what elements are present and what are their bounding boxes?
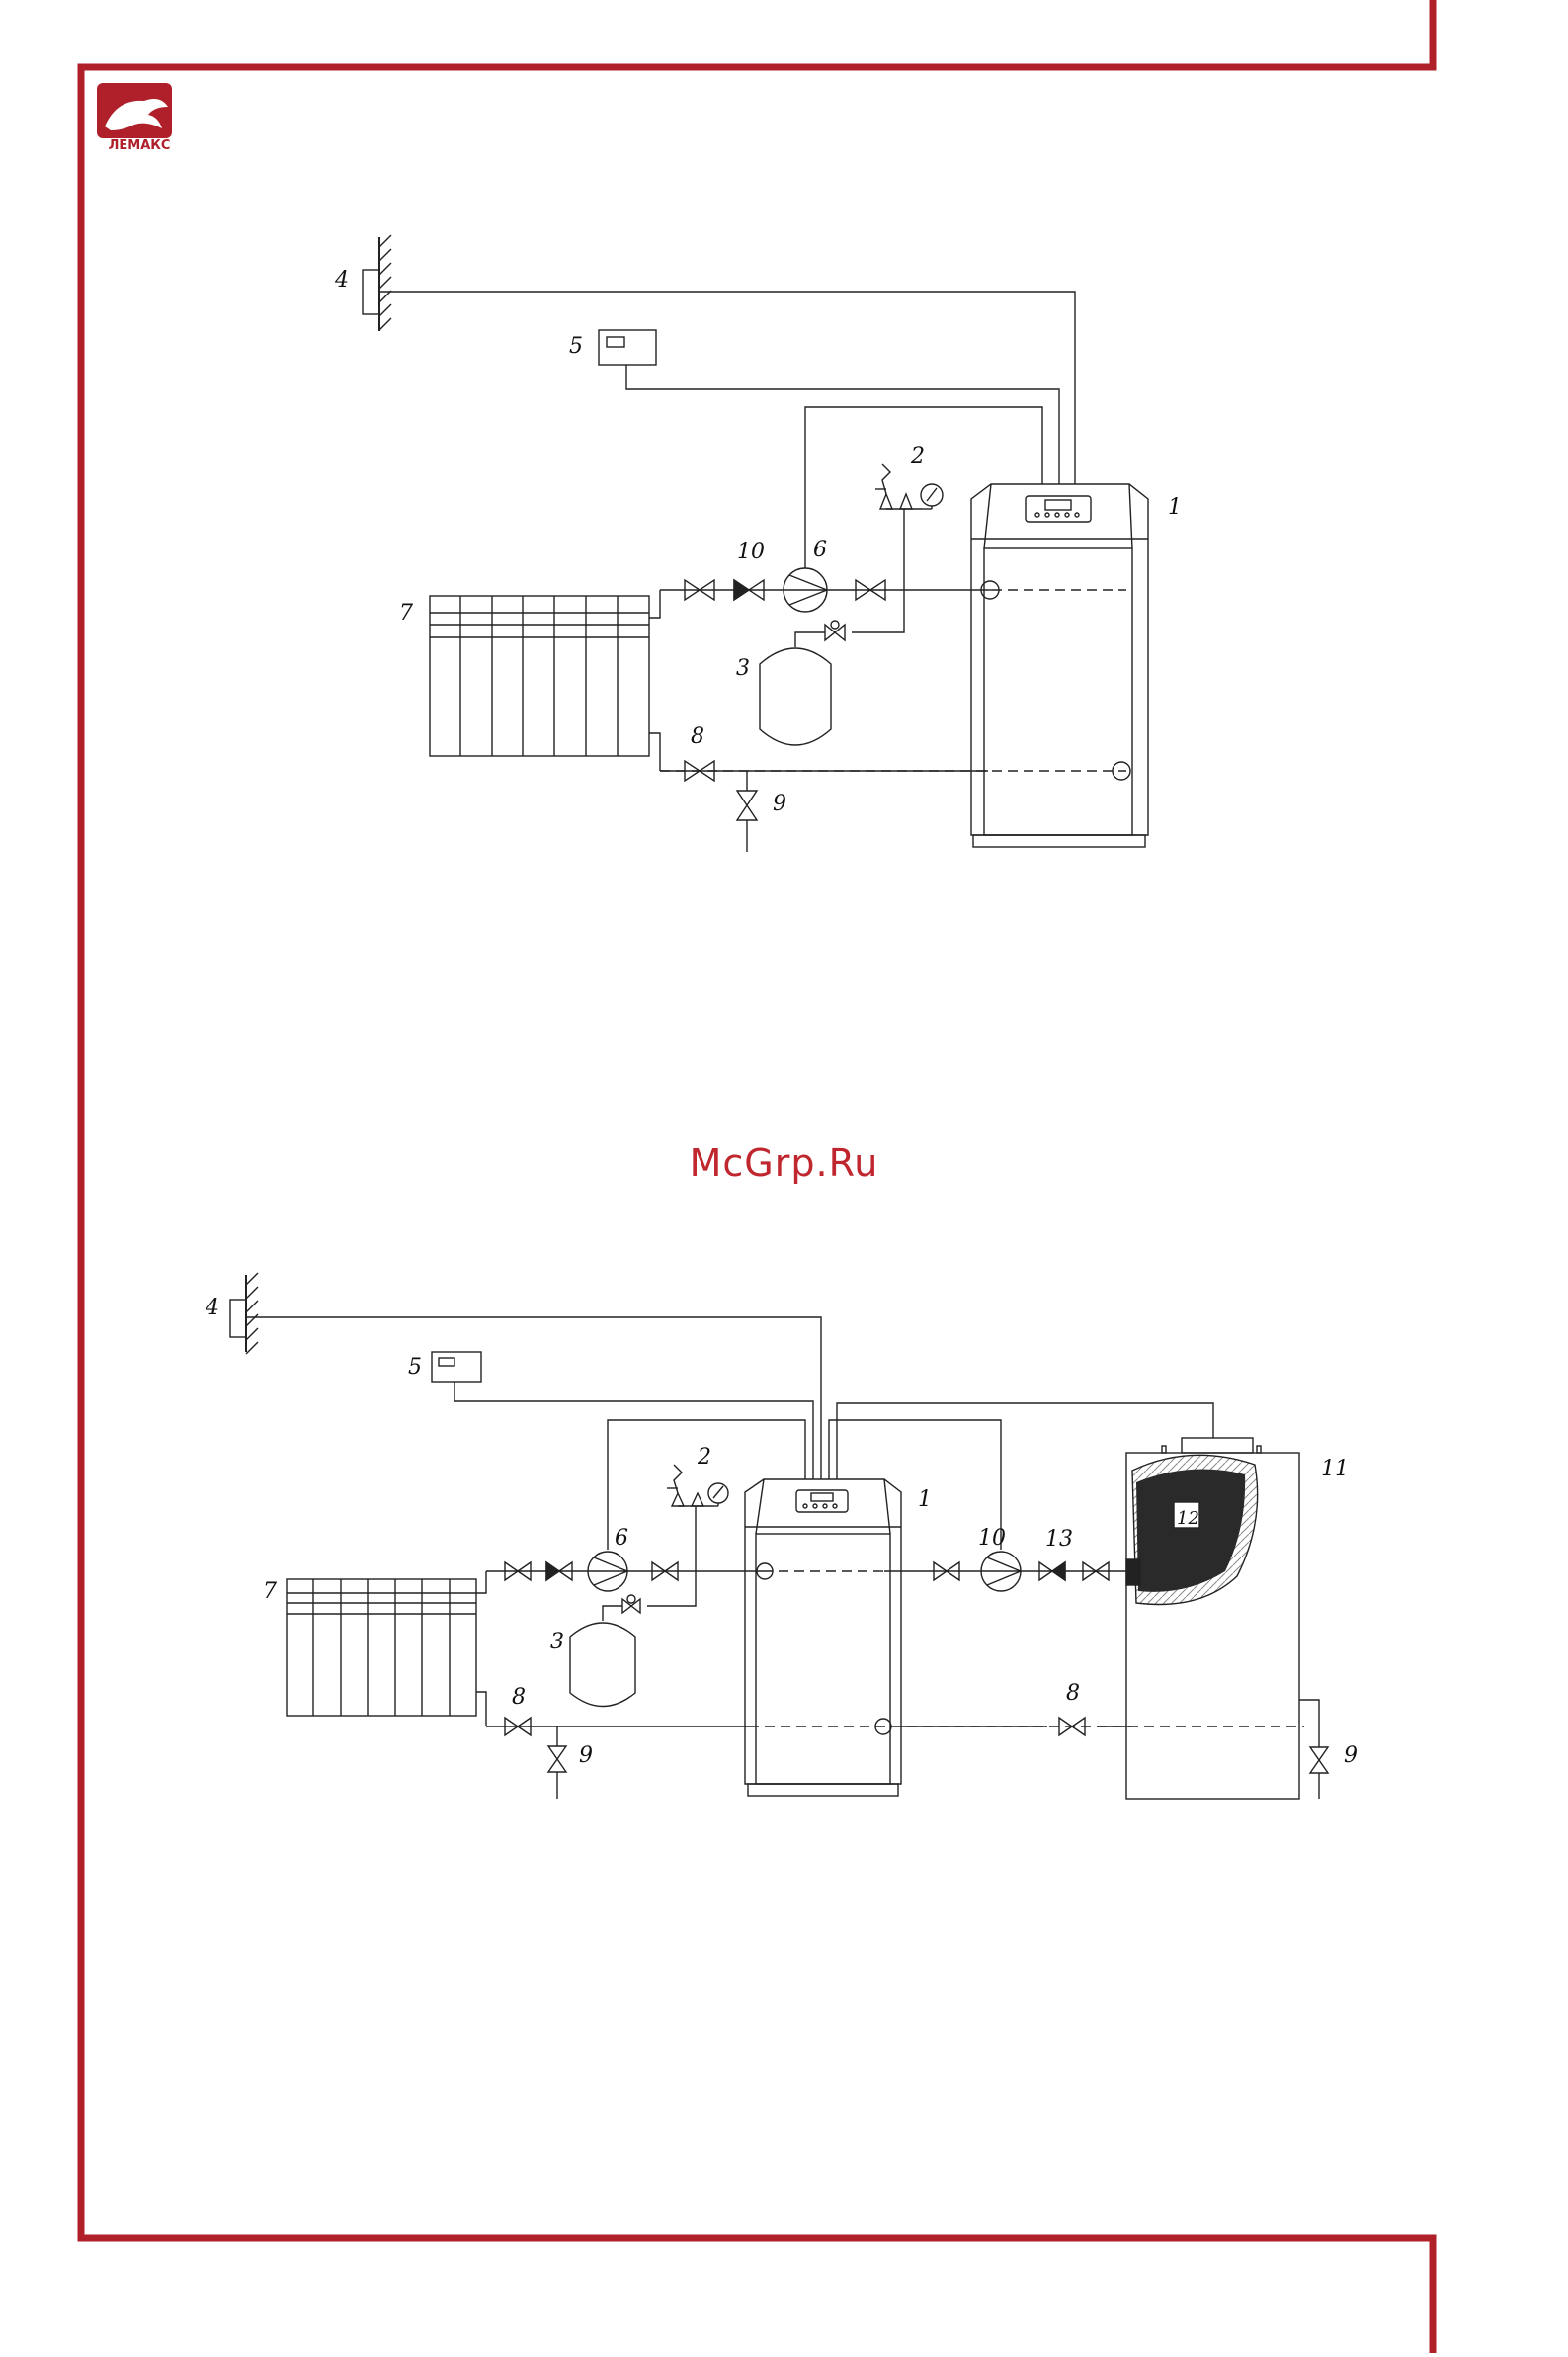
label-pump: 6	[813, 538, 827, 562]
label-boiler: 1	[918, 1487, 932, 1512]
pressure-gauge-icon	[921, 484, 943, 509]
drain-valve-icon	[548, 1746, 566, 1772]
dhw-tank-icon	[1126, 1438, 1299, 1799]
radiator-icon	[287, 1579, 476, 1716]
label-radiator: 7	[399, 601, 413, 626]
drain-valve-icon	[1310, 1747, 1328, 1773]
room-thermostat-icon	[599, 330, 656, 365]
label-check-valve: 10	[737, 540, 765, 564]
radiator-icon	[430, 596, 649, 756]
air-vent-icon	[900, 494, 912, 509]
outdoor-sensor-icon	[230, 1273, 258, 1354]
air-vent-icon	[692, 1493, 703, 1506]
label-safety-group: 2	[697, 1445, 711, 1470]
label-valve-left: 8	[512, 1685, 526, 1710]
label-expansion-tank: 3	[550, 1630, 564, 1654]
label-coil: 12	[1177, 1508, 1199, 1529]
drain-valve-icon	[737, 791, 757, 820]
safety-valve-icon	[667, 1465, 684, 1506]
label-room-thermostat: 5	[408, 1355, 422, 1380]
watermark: McGrp.Ru	[0, 1141, 1568, 1185]
label-radiator: 7	[263, 1579, 277, 1604]
label-boiler: 1	[1168, 495, 1182, 520]
label-room-thermostat: 5	[569, 334, 583, 359]
diagram-bottom	[230, 1273, 1328, 1799]
label-valve-right: 8	[1066, 1681, 1080, 1706]
label-drain: 9	[773, 792, 786, 816]
outdoor-sensor-icon	[363, 235, 391, 331]
label-drain-left: 9	[579, 1743, 593, 1768]
label-valve: 8	[691, 724, 704, 749]
pressure-gauge-icon	[708, 1483, 728, 1506]
label-pump-dhw: 10	[978, 1526, 1006, 1551]
label-check-valve: 13	[1045, 1527, 1073, 1552]
label-drain-right: 9	[1344, 1743, 1358, 1768]
label-expansion-tank: 3	[736, 656, 750, 681]
brand-logo-text: ЛЕМАКС	[85, 138, 194, 153]
label-dhw-tank: 11	[1321, 1457, 1349, 1481]
top-labels: 1 2 3 4 5 6 7 8 9 10	[334, 268, 1182, 816]
label-outdoor-sensor: 4	[205, 1296, 219, 1320]
room-thermostat-icon	[432, 1352, 481, 1382]
label-safety-group: 2	[910, 444, 925, 468]
brand-logo-icon	[97, 83, 172, 138]
boiler-icon	[745, 1479, 901, 1796]
safety-valve-icon	[875, 464, 892, 509]
label-pump: 6	[615, 1526, 628, 1551]
boiler-icon	[971, 484, 1148, 847]
valve-icon	[825, 621, 845, 640]
valve-icon	[622, 1595, 640, 1613]
label-outdoor-sensor: 4	[334, 268, 349, 293]
expansion-tank-icon	[570, 1623, 635, 1707]
expansion-tank-icon	[760, 648, 831, 745]
